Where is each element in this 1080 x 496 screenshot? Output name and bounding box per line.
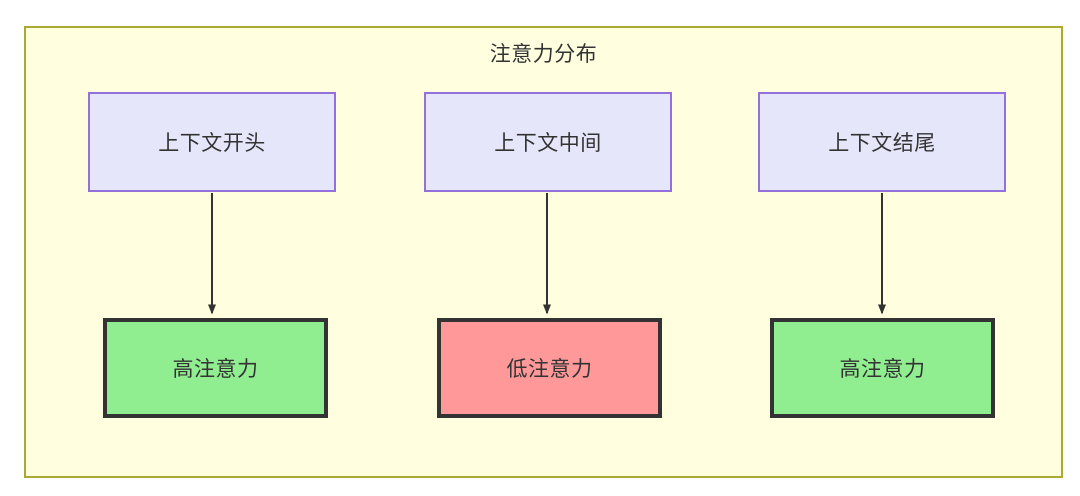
node-label: 上下文结尾 bbox=[828, 132, 936, 155]
subgraph-title: 注意力分布 bbox=[489, 43, 598, 66]
node-label: 上下文中间 bbox=[494, 132, 602, 155]
node-context-end[interactable]: 上下文结尾 bbox=[758, 92, 1006, 192]
node-attention-high-end[interactable]: 高注意力 bbox=[770, 318, 995, 418]
node-label: 上下文开头 bbox=[158, 132, 266, 155]
node-label: 高注意力 bbox=[839, 358, 926, 381]
node-context-middle[interactable]: 上下文中间 bbox=[424, 92, 672, 192]
node-attention-high-start[interactable]: 高注意力 bbox=[103, 318, 328, 418]
node-attention-low-middle[interactable]: 低注意力 bbox=[437, 318, 662, 418]
node-label: 高注意力 bbox=[172, 358, 259, 381]
node-label: 低注意力 bbox=[506, 358, 593, 381]
node-context-start[interactable]: 上下文开头 bbox=[88, 92, 336, 192]
